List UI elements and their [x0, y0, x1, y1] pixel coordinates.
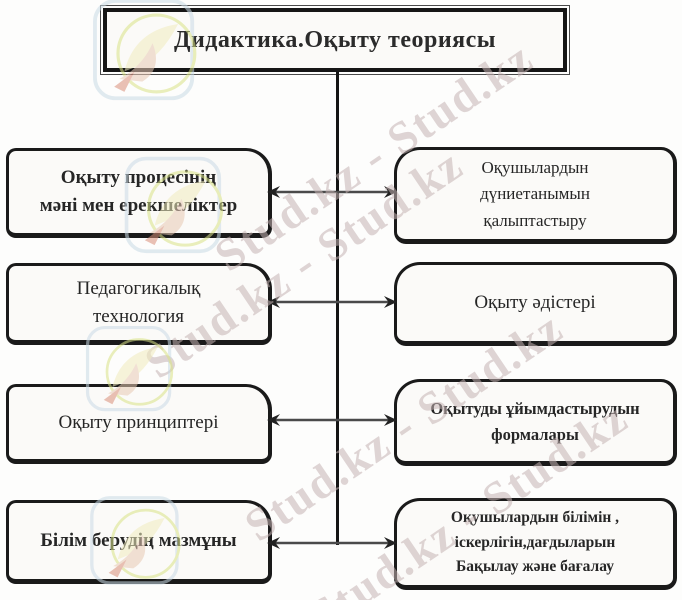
box-bilim-mazmuny: Білім берудің мазмұны	[6, 500, 272, 584]
box-label: Оқушылардын білімін , іскерлігін,дағдыла…	[450, 508, 620, 576]
double-arrow-row4	[267, 537, 397, 549]
box-okytu-adisteri: Оқыту әдістері	[394, 262, 677, 346]
box-label: Білім берудің мазмұны	[40, 530, 237, 551]
box-label: Оқыту әдістері	[474, 292, 596, 313]
box-label: Оқыту процесінің мәні мен ерекшеліктер	[39, 166, 238, 217]
double-arrow-row3	[267, 414, 397, 426]
box-label: Педагогикалық технология	[76, 277, 201, 328]
box-uiymdastyru-formalary: Оқытуды ұйымдастырудын формалары	[394, 379, 677, 466]
box-okytu-principteri: Оқыту принциптері	[6, 384, 272, 464]
box-okytu-procesi: Оқыту процесінің мәні мен ерекшеліктер	[6, 148, 272, 238]
double-arrow-row2	[267, 296, 397, 308]
box-label: Оқушылардын дүниетанымын қалыптастыру	[480, 157, 590, 230]
box-dunietanym: Оқушылардын дүниетанымын қалыптастыру	[394, 147, 677, 244]
box-bakylau-bagalau: Оқушылардын білімін , іскерлігін,дағдыла…	[394, 498, 677, 590]
box-ped-technologia: Педагогикалық технология	[6, 263, 272, 345]
box-label: Оқыту принциптері	[58, 412, 219, 433]
box-label: Оқытуды ұйымдастырудын формалары	[430, 398, 640, 444]
double-arrow-row1	[267, 186, 397, 198]
center-connector-line	[336, 71, 339, 545]
diagram-title: Дидактика.Оқыту теориясы	[173, 26, 497, 53]
title-box: Дидактика.Оқыту теориясы	[100, 5, 570, 75]
